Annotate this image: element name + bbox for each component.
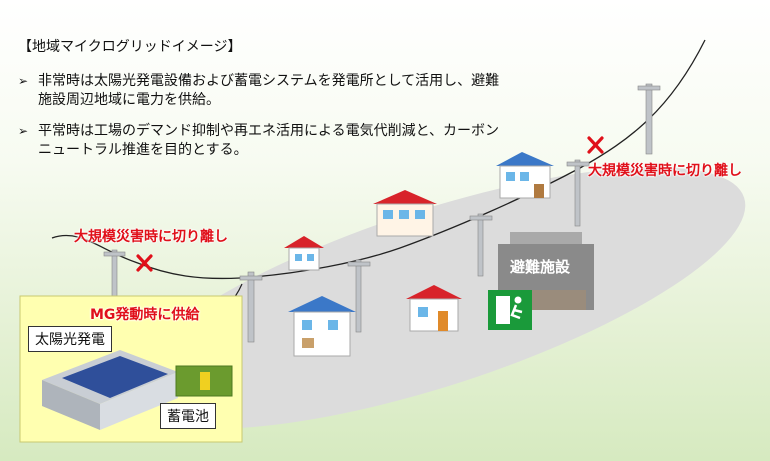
house [284,236,324,271]
bullet-arrow-icon: ➢ [18,124,29,138]
house [406,285,462,332]
page-title: 【地域マイクログリッドイメージ】 [18,39,242,55]
bullet-item: ➢ 非常時は太陽光発電設備および蓄電システムを発電所として活用し、避難施設周辺地… [18,72,508,110]
house [496,152,554,199]
bullet-text: 非常時は太陽光発電設備および蓄電システムを発電所として活用し、避難施設周辺地域に… [38,73,500,108]
house [288,296,356,357]
mg-supply-label: MG発動時に供給 [90,307,200,323]
bullet-arrow-icon: ➢ [18,74,29,88]
emergency-exit-icon [488,290,532,330]
disconnect-label-right: 大規模災害時に切り離し [588,163,742,179]
bullet-text: 平常時は工場のデマンド抑制や再エネ活用による電気代削減と、カーボンニュートラル推… [38,123,500,158]
factory-building [42,350,178,430]
disconnect-label-left: 大規模災害時に切り離し [74,229,228,245]
house [373,190,437,237]
cross-mark-icon [136,136,604,272]
utility-pole [103,83,661,343]
power-line [51,39,706,280]
battery-label: 蓄電池 [160,403,216,429]
solar-label: 太陽光発電 [28,326,112,352]
bullet-item: ➢ 平常時は工場のデマンド抑制や再エネ活用による電気代削減と、カーボンニュートラ… [18,122,508,160]
battery-icon [175,365,233,397]
shelter-label: 避難施設 [510,258,571,276]
